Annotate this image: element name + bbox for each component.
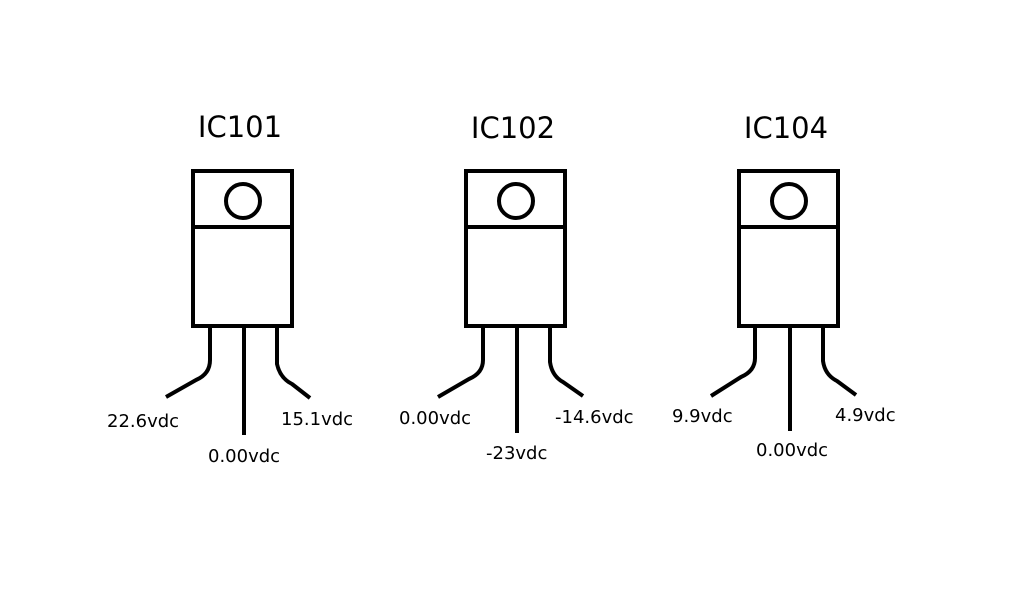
lead-right: [275, 326, 312, 400]
package-body: [464, 225, 567, 328]
mounting-hole: [224, 182, 262, 220]
pin-middle-voltage: 0.00vdc: [208, 446, 280, 467]
package-body: [737, 225, 840, 328]
lead-right: [548, 326, 585, 398]
package-body: [191, 225, 294, 328]
pin-right-voltage: 15.1vdc: [281, 409, 353, 430]
lead-right: [821, 326, 858, 397]
component-title: IC102: [471, 111, 555, 145]
pin-right-voltage: -14.6vdc: [555, 407, 634, 428]
pin-right-voltage: 4.9vdc: [835, 405, 896, 426]
component-ic102: IC102 0.00vdc -23vdc -14.6vdc: [399, 111, 634, 464]
component-ic101: IC101 22.6vdc 0.00vdc 15.1vdc: [107, 110, 353, 467]
lead-left: [709, 326, 757, 398]
component-title: IC104: [744, 111, 828, 145]
lead-left: [436, 326, 485, 399]
pin-left-voltage: 0.00vdc: [399, 408, 471, 429]
mounting-hole: [770, 182, 808, 220]
mounting-hole: [497, 182, 535, 220]
pin-middle-voltage: 0.00vdc: [756, 440, 828, 461]
component-ic104: IC104 9.9vdc 0.00vdc 4.9vdc: [672, 111, 896, 461]
pin-left-voltage: 22.6vdc: [107, 411, 179, 432]
lead-left: [165, 326, 212, 399]
pin-middle-voltage: -23vdc: [486, 443, 547, 464]
component-title: IC101: [198, 110, 282, 144]
pin-left-voltage: 9.9vdc: [672, 406, 733, 427]
